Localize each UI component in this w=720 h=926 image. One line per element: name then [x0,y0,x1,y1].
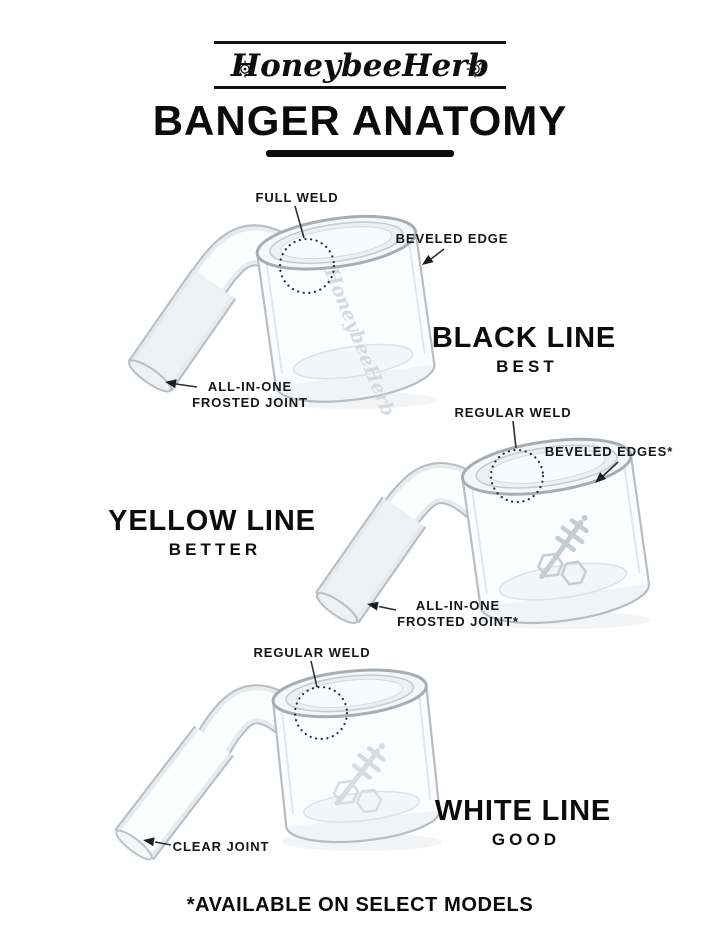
arrowhead [165,379,177,389]
white-line-grade: GOOD [491,830,561,849]
beveled-edges-leader-line [595,461,619,483]
arrowhead [422,254,434,265]
weld-dotted-circle [293,685,349,741]
frosted-joint-label-line1: ALL-IN-ONE [415,598,501,613]
weld-dotted-circle [278,237,336,295]
header-rule-bottom [214,86,506,89]
bee-ornament-icon [236,60,254,78]
yellow-line-title: YELLOW LINE [108,505,316,537]
header-rule-top [214,41,506,44]
clear-joint-label: CLEAR JOINT [172,839,270,854]
footnote: *AVAILABLE ON SELECT MODELS [186,894,534,916]
beveled-edges-label: BEVELED EDGES* [544,444,674,459]
white-line-banger-illustration [114,660,441,861]
bee-ornament-icon [466,60,484,78]
brand-logo-text: HoneybeeHerb [230,48,490,84]
page-title: BANGER ANATOMY [152,97,568,144]
black-line-grade: BEST [496,357,558,376]
black-line-banger-illustration: HoneybeeHerb [127,205,445,419]
frosted-joint-label-line1: ALL-IN-ONE [207,379,293,394]
frosted-joint-arrow [367,601,397,611]
regular-weld-leader-line [310,660,318,688]
frosted-joint-label-line2: FROSTED JOINT* [397,614,519,630]
bucket: HoneybeeHerb [255,214,436,419]
full-weld-leader-line [294,205,305,239]
yellow-line-banger-illustration [314,420,651,624]
honey-dipper-icon [537,514,589,586]
title-underline [266,150,454,157]
regular-weld-leader-line [512,420,517,449]
bucket [460,437,651,624]
arrowhead [367,601,379,611]
beveled-edge-leader-line [422,248,445,265]
arrowhead [595,472,607,483]
frosted-joint-label: ALL-IN-ONE FROSTED JOINT* [397,598,519,631]
weld-dotted-circle [489,448,545,504]
beveled-edge-label: BEVELED EDGE [395,231,509,246]
white-line-title: WHITE LINE [434,795,612,827]
frosted-joint-label: ALL-IN-ONE FROSTED JOINT [192,379,308,412]
frosted-joint [127,268,237,393]
regular-weld-label: REGULAR WELD [454,405,572,420]
black-line-title: BLACK LINE [431,322,617,354]
frosted-joint [314,496,427,624]
honey-dipper-icon [332,743,386,814]
bucket [271,668,441,844]
full-weld-label: FULL WELD [255,190,339,205]
yellow-line-grade: BETTER [168,540,262,559]
frosted-joint-arrow [165,379,198,389]
arrowhead [143,837,155,847]
frosted-joint-label-line2: FROSTED JOINT [192,395,308,411]
clear-joint-arrow [143,837,172,847]
clear-joint [114,725,234,861]
regular-weld-label: REGULAR WELD [253,645,371,660]
